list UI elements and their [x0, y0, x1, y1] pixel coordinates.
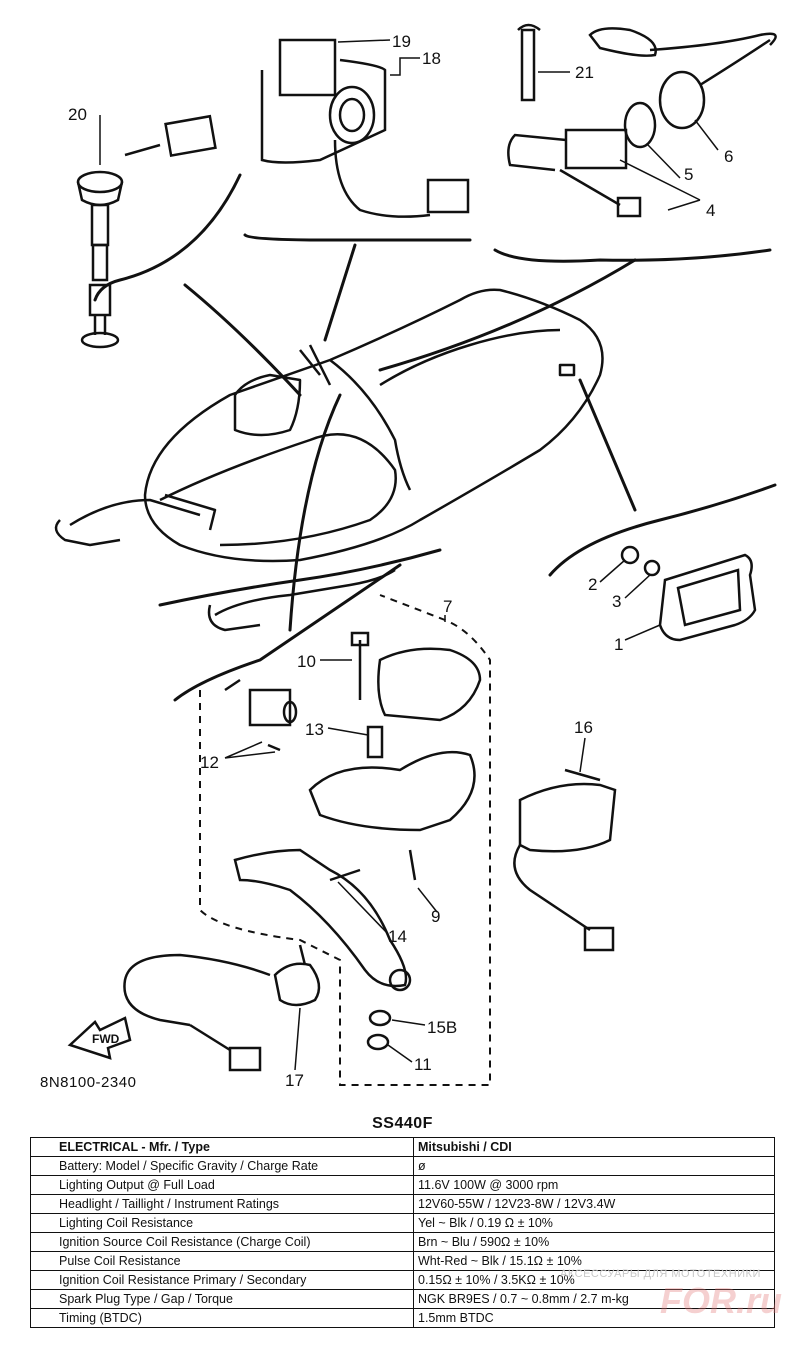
watermark-text: АКСЕССУАРЫ ДЛЯ МОТОТЕХНИКИ [560, 1268, 761, 1280]
table-row: Lighting Coil Resistance Yel ~ Blk / 0.1… [30, 1213, 775, 1233]
part-4-main-switch [507, 23, 777, 218]
callout-21: 21 [575, 63, 594, 82]
table-row: Spark Plug Type / Gap / Torque NGK BR9ES… [30, 1289, 775, 1309]
callout-2: 2 [588, 575, 597, 594]
callout-12: 12 [200, 753, 219, 772]
leader-line [578, 378, 637, 512]
fwd-label: FWD [92, 1032, 120, 1046]
spec-label: Lighting Coil Resistance [30, 1213, 414, 1233]
callout-6: 6 [724, 147, 733, 166]
spec-value: NGK BR9ES / 0.7 ~ 0.8mm / 2.7 m-kg [413, 1289, 775, 1309]
spec-label: Ignition Coil Resistance Primary / Secon… [30, 1270, 414, 1290]
callout-15b: 15B [427, 1018, 457, 1037]
spec-value: 12V60-55W / 12V23-8W / 12V3.4W [413, 1194, 775, 1214]
part-16-ignition-coil [513, 768, 617, 952]
spec-value: 11.6V 100W @ 3000 rpm [413, 1175, 775, 1195]
spec-header-value: Mitsubishi / CDI [413, 1137, 775, 1157]
table-row: Headlight / Taillight / Instrument Ratin… [30, 1194, 775, 1214]
spec-value: 1.5mm BTDC [413, 1308, 775, 1328]
callout-18: 18 [422, 49, 441, 68]
watermark-logo: FOR.ru [660, 1280, 782, 1321]
spec-label: Battery: Model / Specific Gravity / Char… [30, 1156, 414, 1176]
spec-header-label: ELECTRICAL - Mfr. / Type [30, 1137, 414, 1157]
spec-label: Timing (BTDC) [30, 1308, 414, 1328]
part-1-taillight [620, 545, 757, 642]
callout-leaders [99, 39, 719, 1071]
spec-value: ø [413, 1156, 775, 1176]
spec-label: Pulse Coil Resistance [30, 1251, 414, 1271]
group-brace-left [93, 173, 242, 302]
drawing-code: 8N8100-2340 [40, 1074, 136, 1091]
table-row: Lighting Output @ Full Load 11.6V 100W @… [30, 1175, 775, 1195]
part-18-cdi-unit [260, 38, 470, 218]
table-row: Ignition Coil Resistance Primary / Secon… [30, 1270, 775, 1290]
spec-table-section: SS440F ELECTRICAL - Mfr. / Type Mitsubis… [30, 1115, 775, 1328]
part-20-stop-switch [76, 114, 217, 349]
group-brace-top [243, 233, 472, 242]
callout-10: 10 [297, 652, 316, 671]
spec-label: Spark Plug Type / Gap / Torque [30, 1289, 414, 1309]
leader-line [183, 283, 302, 397]
spec-label: Headlight / Taillight / Instrument Ratin… [30, 1194, 414, 1214]
group-brace-right [493, 248, 772, 263]
leader-line [158, 548, 442, 607]
callout-1: 1 [614, 635, 623, 654]
spec-table-title: SS440F [372, 1115, 433, 1132]
group-brace-right-lower [548, 483, 777, 577]
table-row: Timing (BTDC) 1.5mm BTDC [30, 1308, 775, 1328]
part-7-throttle-assembly [123, 631, 482, 1072]
spec-value: Brn ~ Blu / 590Ω ± 10% [413, 1232, 775, 1252]
callout-5: 5 [684, 165, 693, 184]
leader-line [323, 243, 357, 342]
callout-3: 3 [612, 592, 621, 611]
callout-11: 11 [414, 1055, 432, 1074]
part-7-group-outline [199, 594, 491, 1086]
spec-table-header: ELECTRICAL - Mfr. / Type Mitsubishi / CD… [30, 1137, 775, 1157]
spec-label: Lighting Output @ Full Load [30, 1175, 414, 1195]
group-brace-lower [173, 563, 402, 702]
table-row: Battery: Model / Specific Gravity / Char… [30, 1156, 775, 1176]
leader-line [378, 258, 637, 372]
fwd-arrow: FWD [67, 1016, 132, 1060]
parts-diagram: FWD 20 19 18 21 6 5 4 7 10 13 12 16 9 14… [40, 23, 777, 1091]
callout-4: 4 [706, 201, 715, 220]
spec-label: Ignition Source Coil Resistance (Charge … [30, 1232, 414, 1252]
snowmobile-body [54, 288, 604, 632]
spec-table: ELECTRICAL - Mfr. / Type Mitsubishi / CD… [30, 1137, 775, 1328]
callout-19: 19 [392, 32, 411, 51]
table-row: Ignition Source Coil Resistance (Charge … [30, 1232, 775, 1252]
callout-17: 17 [285, 1071, 304, 1090]
callout-14: 14 [388, 927, 407, 946]
spec-value: Yel ~ Blk / 0.19 Ω ± 10% [413, 1213, 775, 1233]
callout-9: 9 [431, 907, 440, 926]
callout-7: 7 [443, 597, 452, 616]
callout-16: 16 [574, 718, 593, 737]
callout-13: 13 [305, 720, 324, 739]
table-row: Pulse Coil Resistance Wht-Red ~ Blk / 15… [30, 1251, 775, 1271]
callout-20: 20 [68, 105, 87, 124]
